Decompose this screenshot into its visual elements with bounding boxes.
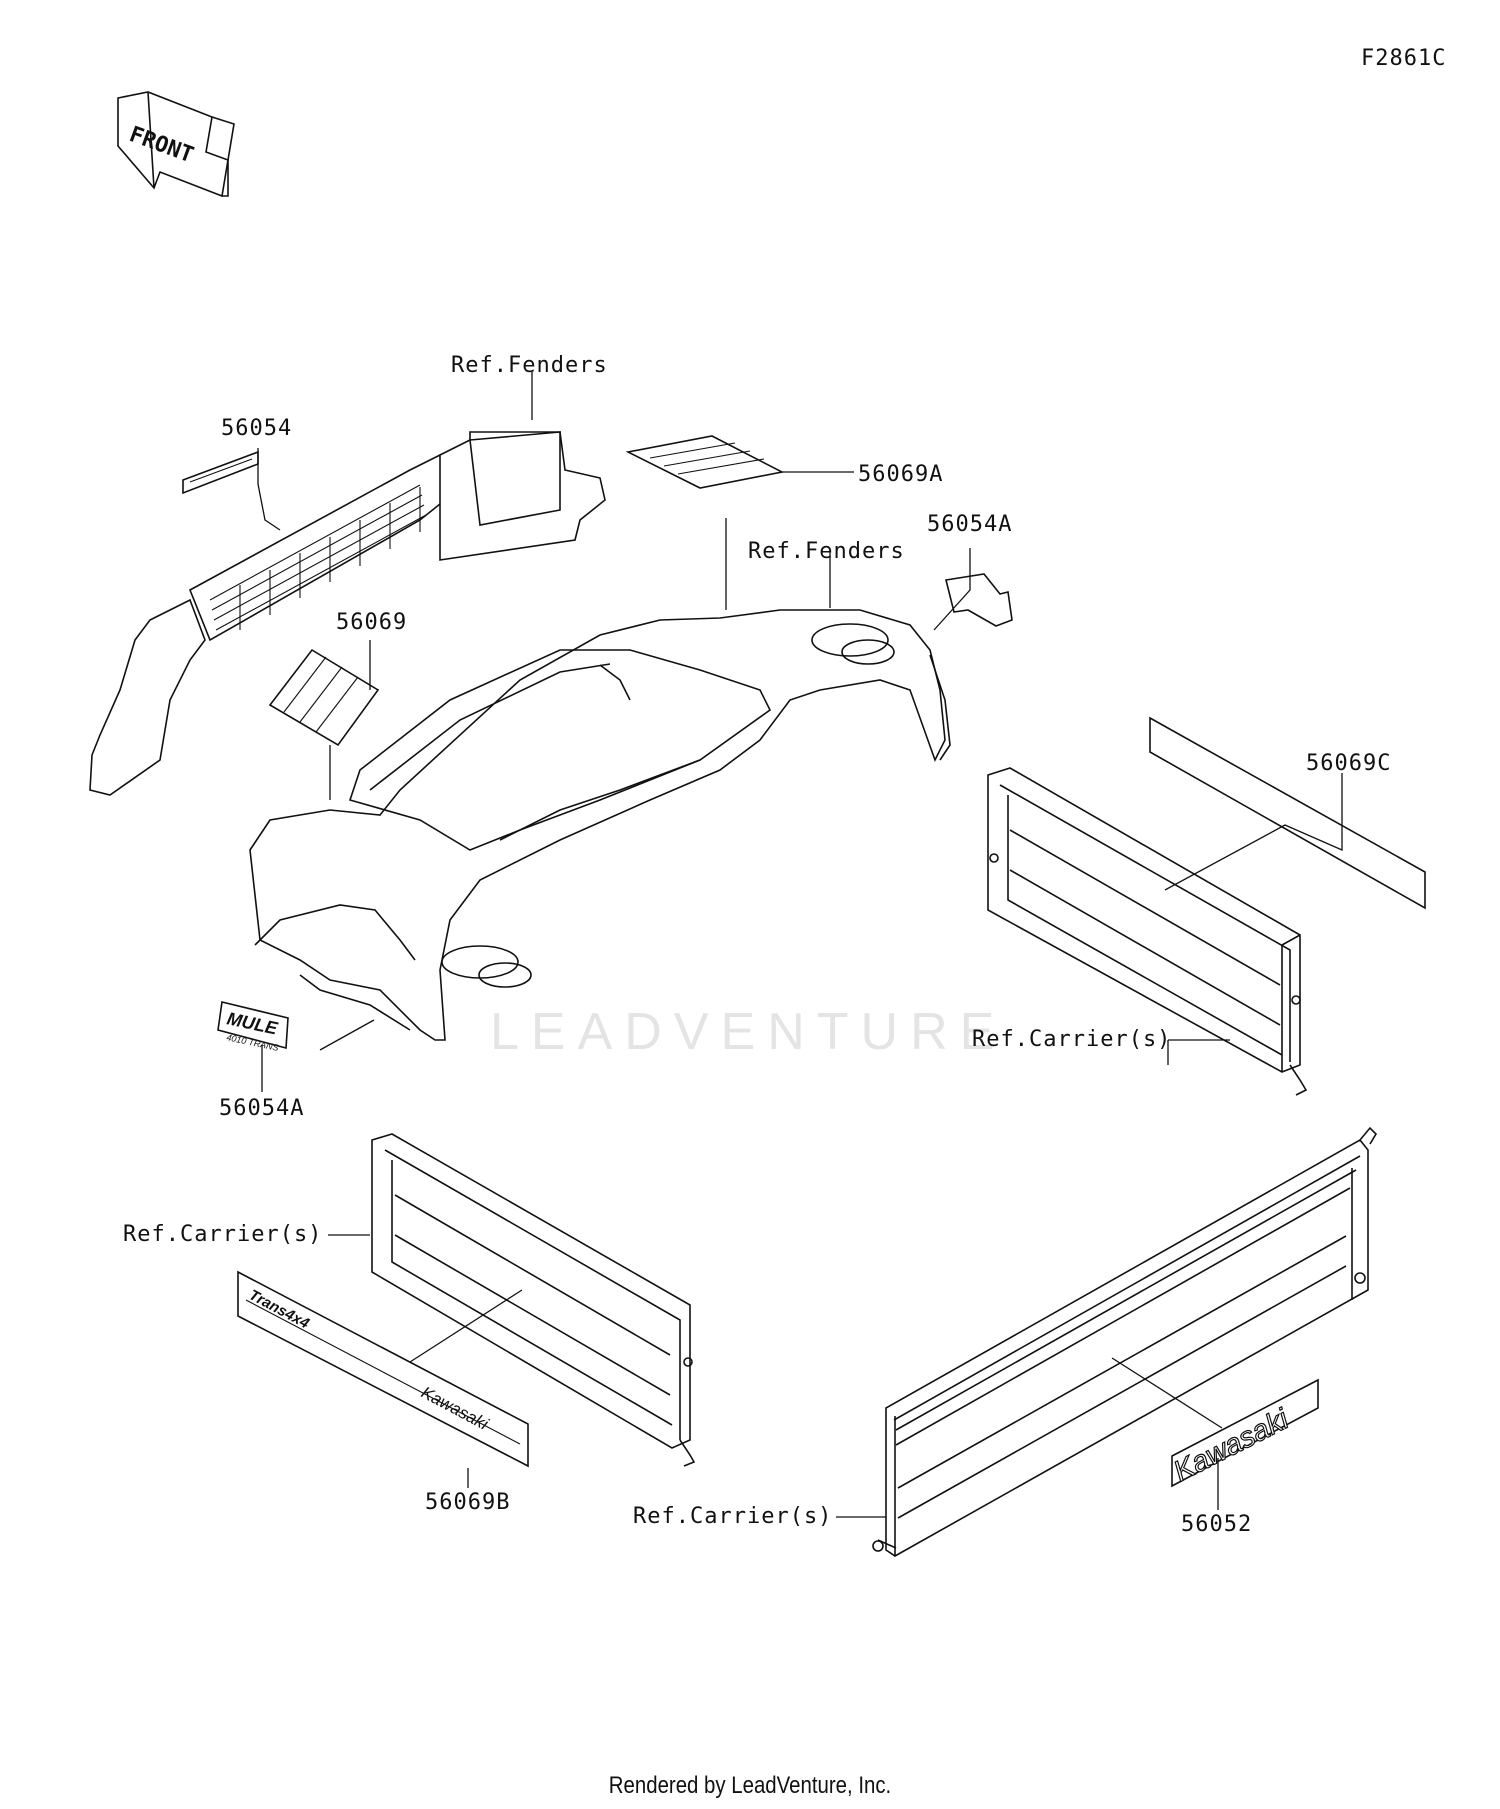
callout-ref-carrier-left[interactable]: Ref.Carrier(s) <box>123 1222 323 1247</box>
kawasaki-decal-large-text: Kawasaki <box>1169 1403 1296 1489</box>
callout-ref-carrier-right[interactable]: Ref.Carrier(s) <box>972 1027 1172 1052</box>
decal-56069A <box>625 435 785 489</box>
callout-56052[interactable]: 56052 <box>1181 1512 1253 1537</box>
callout-ref-fenders-top[interactable]: Ref.Fenders <box>451 353 608 378</box>
callout-56069A[interactable]: 56069A <box>858 462 944 487</box>
carrier-panel-right <box>987 767 1308 1096</box>
callout-56069B[interactable]: 56069B <box>425 1490 511 1515</box>
callout-56069[interactable]: 56069 <box>336 610 408 635</box>
callout-56069C[interactable]: 56069C <box>1306 751 1392 776</box>
decal-56052: Kawasaki <box>1168 1378 1319 1489</box>
decal-56069C <box>1149 716 1426 910</box>
callout-56054A-bottom[interactable]: 56054A <box>219 1096 305 1121</box>
callout-56054[interactable]: 56054 <box>221 416 293 441</box>
rear-fender-assembly <box>249 609 951 1041</box>
footer-credit: Rendered by LeadVenture, Inc. <box>608 1772 892 1799</box>
decal-56054A-top <box>945 573 1013 627</box>
diagram-id: F2861C <box>1361 46 1447 71</box>
callout-56054A-top[interactable]: 56054A <box>927 512 1013 537</box>
front-arrow-icon: FRONT <box>117 91 235 198</box>
watermark: LEADVENTURE <box>490 1003 1007 1061</box>
callout-ref-fenders-mid[interactable]: Ref.Fenders <box>748 539 905 564</box>
callout-ref-carrier-bottom[interactable]: Ref.Carrier(s) <box>633 1504 833 1529</box>
decal-56069 <box>268 648 380 747</box>
leader-lines <box>257 372 1343 1518</box>
carrier-panel-left <box>371 1133 696 1467</box>
decal-mule: MULE 4010 TRANS <box>217 1001 289 1053</box>
carrier-tailgate <box>872 1126 1378 1557</box>
front-panel <box>89 431 606 796</box>
